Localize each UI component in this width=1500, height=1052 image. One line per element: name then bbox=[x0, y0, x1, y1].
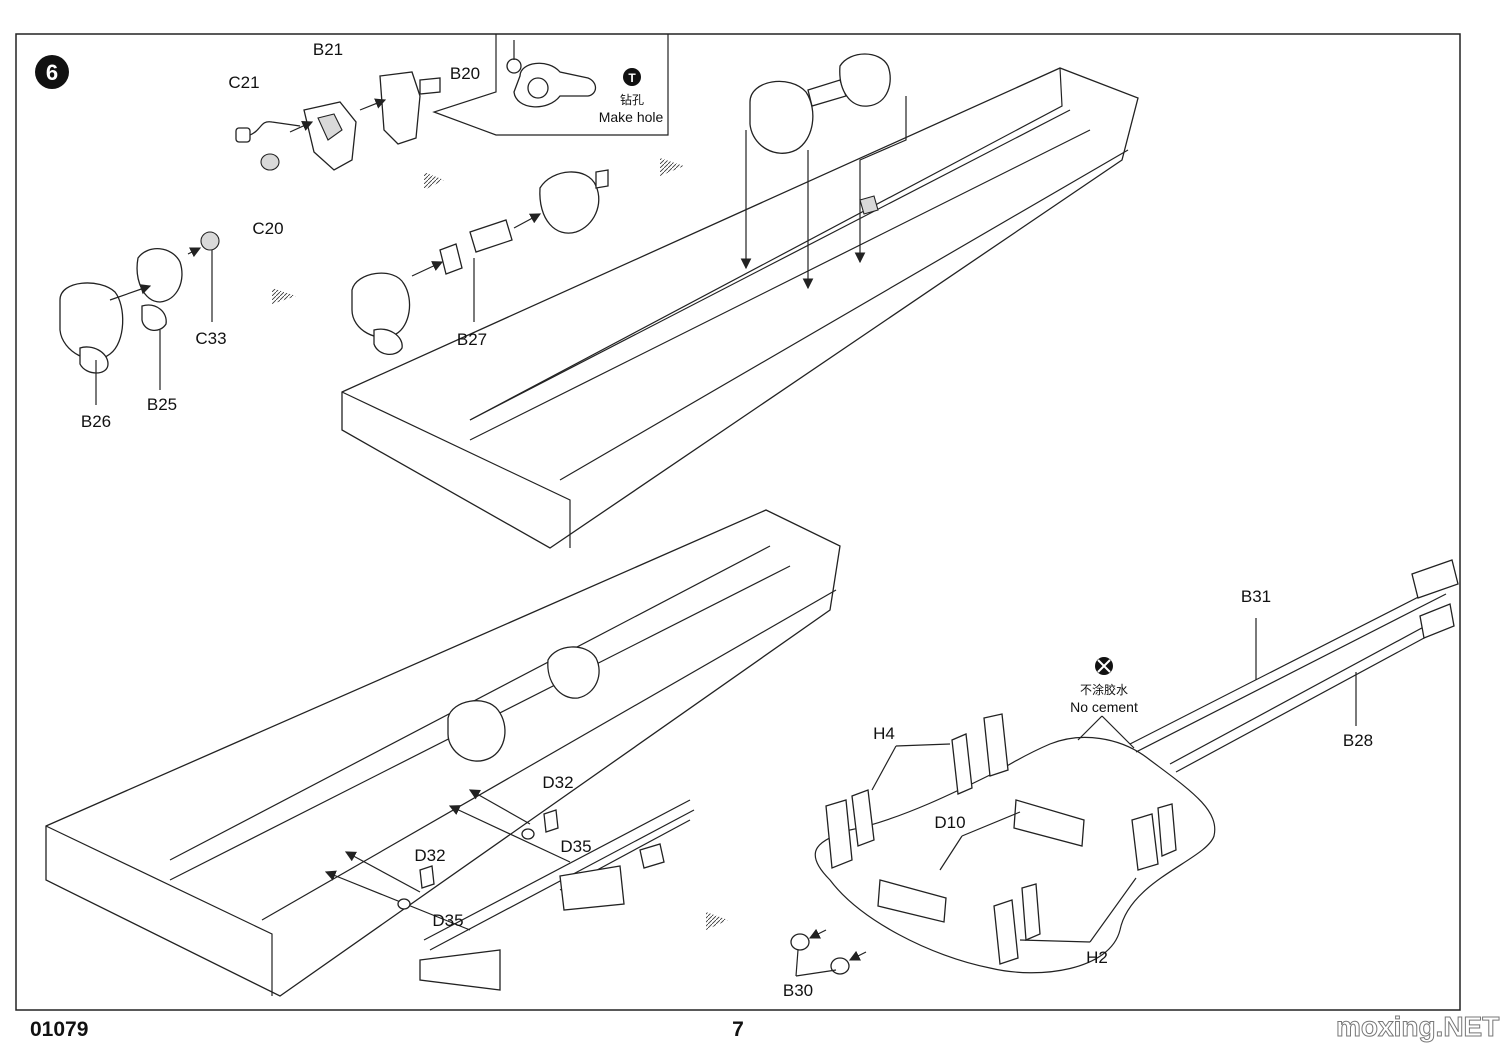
label-b31: B31 bbox=[1241, 587, 1271, 606]
label-c20: C20 bbox=[252, 219, 283, 238]
label-d10: D10 bbox=[934, 813, 965, 832]
part-b30-b bbox=[830, 957, 850, 975]
no-cement-label-en: No cement bbox=[1070, 699, 1138, 715]
part-d35-a bbox=[521, 828, 535, 840]
flow-arrow-2 bbox=[424, 172, 444, 190]
part-b26 bbox=[59, 282, 124, 360]
label-c33: C33 bbox=[195, 329, 226, 348]
step-badge: 6 bbox=[35, 55, 69, 89]
part-b25 bbox=[136, 248, 183, 303]
part-c21 bbox=[235, 127, 251, 143]
label-h4: H4 bbox=[873, 724, 895, 743]
label-b20: B20 bbox=[450, 64, 480, 83]
drill-icon: T bbox=[623, 68, 641, 86]
label-d32-b: D32 bbox=[414, 846, 445, 865]
drill-label-cn: 钻孔 bbox=[620, 92, 644, 107]
label-b27: B27 bbox=[457, 330, 487, 349]
drill-hole-detail bbox=[506, 40, 597, 108]
part-h4-a bbox=[951, 733, 973, 795]
page-frame bbox=[15, 33, 1461, 1011]
part-d35-b bbox=[397, 898, 411, 910]
chassis-frame-lower bbox=[45, 509, 841, 997]
exploded-axle-middle bbox=[351, 169, 609, 355]
part-b27 bbox=[469, 219, 513, 253]
flow-arrow-3 bbox=[660, 158, 684, 176]
step-number: 6 bbox=[46, 60, 58, 85]
chassis-frame-upper bbox=[341, 53, 1139, 549]
label-b30: B30 bbox=[783, 981, 813, 1000]
part-d32-a bbox=[543, 809, 559, 833]
label-d32-a: D32 bbox=[542, 773, 573, 792]
label-d35-a: D35 bbox=[560, 837, 591, 856]
exploded-hub-left bbox=[59, 231, 220, 405]
part-h2-b bbox=[993, 899, 1019, 965]
label-c21: C21 bbox=[228, 73, 259, 92]
no-cement-callout: 不涂胶水 No cement bbox=[1070, 657, 1138, 715]
flow-arrow-1 bbox=[272, 288, 296, 304]
part-d10-a bbox=[1013, 799, 1085, 847]
part-d10-b bbox=[877, 879, 947, 923]
exploded-suspension-right bbox=[790, 559, 1459, 977]
exploded-differential-top bbox=[235, 71, 441, 171]
part-d32-b bbox=[419, 865, 435, 889]
drill-callout: T 钻孔 Make hole bbox=[432, 34, 669, 136]
suspension-assembled bbox=[419, 799, 695, 991]
no-cement-label-cn: 不涂胶水 bbox=[1080, 682, 1128, 697]
label-h2: H2 bbox=[1086, 948, 1108, 967]
drill-label-en: Make hole bbox=[599, 109, 664, 125]
part-c20 bbox=[260, 153, 280, 171]
part-c33 bbox=[200, 231, 220, 251]
label-d35-b: D35 bbox=[432, 911, 463, 930]
part-b30-a bbox=[790, 933, 810, 951]
flow-arrow-4 bbox=[706, 912, 728, 930]
part-h2-a bbox=[1131, 813, 1159, 871]
part-b20 bbox=[379, 71, 421, 145]
product-code: 01079 bbox=[30, 1018, 88, 1041]
page-number: 7 bbox=[732, 1018, 744, 1041]
svg-text:T: T bbox=[628, 71, 636, 85]
label-b26: B26 bbox=[81, 412, 111, 431]
label-b21: B21 bbox=[313, 40, 343, 59]
label-b25: B25 bbox=[147, 395, 177, 414]
watermark: moxing.NET bbox=[1336, 1011, 1499, 1042]
label-b28: B28 bbox=[1343, 731, 1373, 750]
part-h4-b bbox=[825, 799, 853, 869]
